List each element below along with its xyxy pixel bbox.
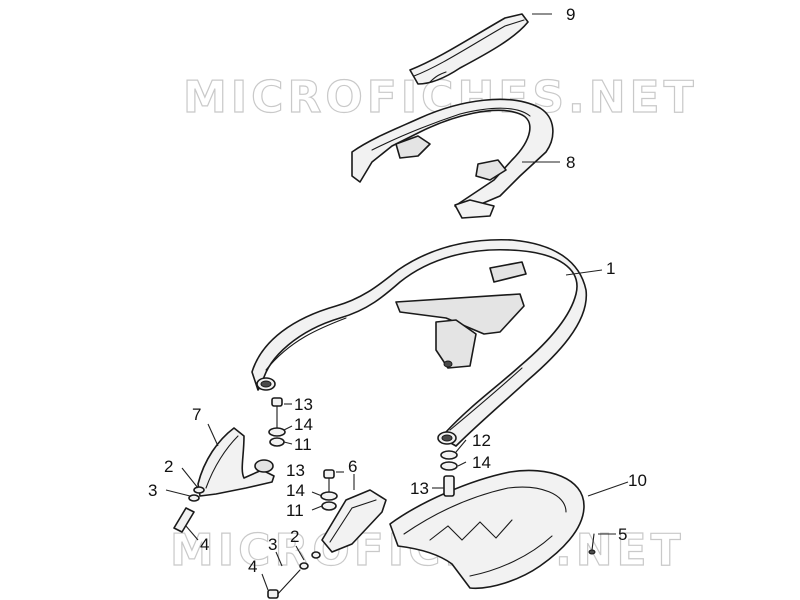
hardware-right-stack xyxy=(440,450,458,497)
hardware-left-spacer xyxy=(173,486,205,533)
callout-2-left: 2 xyxy=(164,457,173,476)
hardware-left-stack xyxy=(268,397,286,447)
callout-9: 9 xyxy=(566,5,575,24)
callout-3-left: 3 xyxy=(148,481,157,500)
hardware-screw-5 xyxy=(588,533,596,555)
part-10-tail-cover xyxy=(389,469,585,590)
callout-3-bottom: 3 xyxy=(268,535,277,554)
callout-13-right: 13 xyxy=(410,479,429,498)
part-6-right-end-cap xyxy=(321,489,387,553)
callout-12: 12 xyxy=(472,431,491,450)
callout-6: 6 xyxy=(348,457,357,476)
callout-14-top: 14 xyxy=(294,415,313,434)
callout-7: 7 xyxy=(192,405,201,424)
hardware-middle-stack xyxy=(320,469,338,511)
leader-lines xyxy=(165,13,629,591)
callout-11-middle: 11 xyxy=(286,501,304,520)
callout-1: 1 xyxy=(606,259,615,278)
part-7-left-end-cap xyxy=(197,427,275,497)
callout-13-top: 13 xyxy=(294,395,313,414)
hardware-bottom-screw xyxy=(267,551,321,599)
callout-10: 10 xyxy=(628,471,647,490)
callout-4-bottom: 4 xyxy=(248,557,257,576)
callout-13-middle: 13 xyxy=(286,461,305,480)
callout-2-bottom: 2 xyxy=(290,527,299,546)
callout-14-right: 14 xyxy=(472,453,491,472)
part-1-luggage-rack xyxy=(251,238,587,447)
callout-14-middle: 14 xyxy=(286,481,305,500)
part-9-rack-cover xyxy=(409,13,529,85)
callout-5: 5 xyxy=(618,525,627,544)
part-8-grab-rail xyxy=(351,98,554,219)
callout-11-top: 11 xyxy=(294,435,312,454)
callout-8: 8 xyxy=(566,153,575,172)
callout-4-left: 4 xyxy=(200,535,209,554)
